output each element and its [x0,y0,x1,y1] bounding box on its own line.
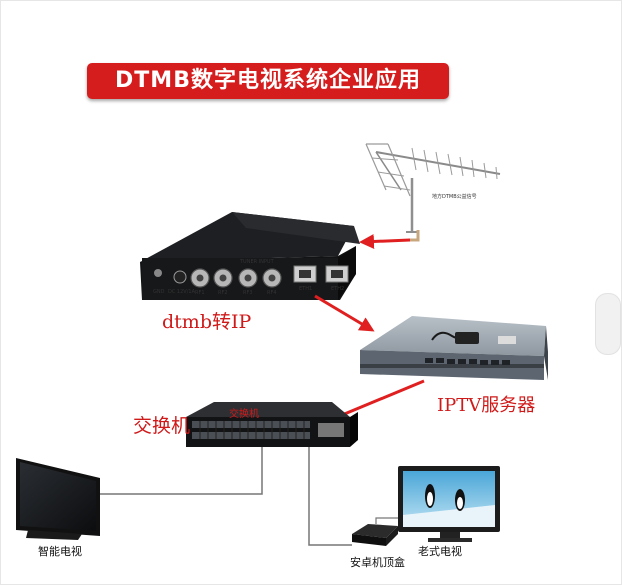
arrow-antenna-to-converter [359,234,411,249]
arrow-converter-to-server [314,294,375,332]
switch-label: 交换机 [133,415,191,437]
smart-tv-label: 智能电视 [38,545,82,558]
network-switch-device [186,402,358,447]
switch-front-label: 交换机 [229,409,259,420]
cable-switch-to-stb [308,447,352,546]
android-stb-icon [352,524,398,546]
old-tv-label: 老式电视 [418,545,462,558]
iptv-server-device [360,316,548,380]
stb-label: 安卓机顶盒 [350,556,405,569]
dtmb-converter-device [140,212,360,300]
port-label-rf2: RF2 [218,290,228,296]
antenna-icon [365,143,501,233]
port-label-rf3: RF3 [243,290,253,296]
port-label-rf4: RF4 [267,290,277,296]
cable-switch-to-smart-tv [90,447,263,495]
converter-label: dtmb转IP [162,311,252,333]
scroll-handle[interactable] [595,293,621,355]
antenna-label: 地方DTMB公益信号 [432,194,477,200]
port-label-gnd: GND [153,289,165,295]
server-label: IPTV服务器 [437,395,536,416]
port-label-rf1: RF1 [195,290,205,296]
page-title: DTMB数字电视系统企业应用 [115,68,421,93]
tuner-input-label: TUNER INPUT [240,259,274,265]
smart-tv-icon [16,458,100,540]
port-label-dc: DC 12V/1A [168,289,195,295]
antenna-cable [410,230,420,242]
old-tv-icon [398,466,500,542]
title-banner: DTMB数字电视系统企业应用 [87,63,449,99]
port-label-eth1: ETH1 [299,286,313,292]
port-label-eth2: ETH2 [331,286,345,292]
